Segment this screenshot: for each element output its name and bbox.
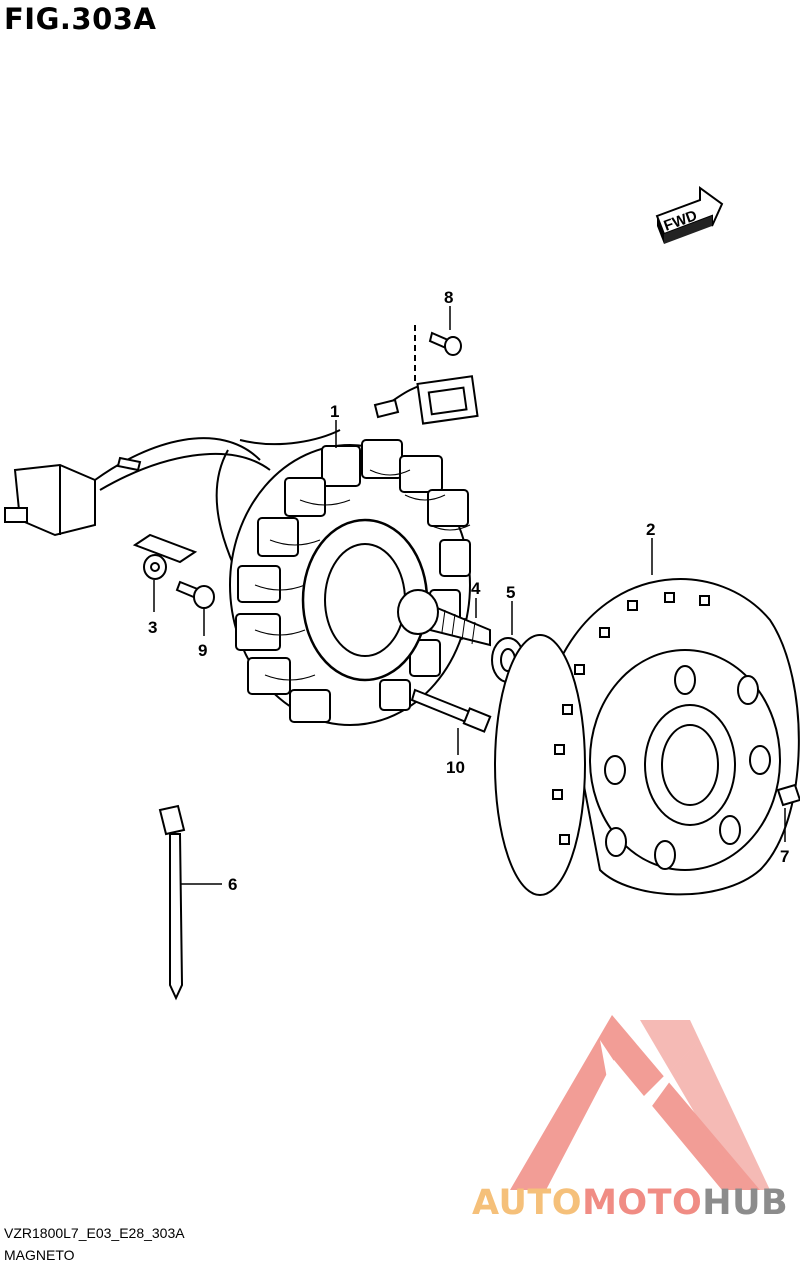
rotor-assembly (494, 578, 800, 896)
stator-coupler (4, 456, 142, 537)
key (776, 783, 800, 807)
callout-9: 9 (198, 641, 207, 660)
callout-4: 4 (471, 579, 481, 598)
model-code: VZR1800L7_E03_E28_303A (4, 1225, 185, 1241)
callout-1: 1 (330, 402, 339, 421)
watermark-hub: HUB (702, 1183, 789, 1223)
callout-3: 3 (148, 618, 157, 637)
callout-8: 8 (444, 288, 453, 307)
clamp (132, 533, 198, 580)
callout-6: 6 (228, 875, 237, 894)
stator-assembly (229, 439, 471, 726)
cable-tie (158, 804, 186, 1001)
watermark-moto: MOTO (582, 1183, 703, 1223)
rotor-bolt (397, 589, 491, 647)
clamp-screw (175, 580, 215, 609)
stator-bolt (410, 688, 492, 733)
fwd-arrow-icon: FWD (655, 186, 724, 244)
callout-5: 5 (506, 583, 515, 602)
watermark-logo (510, 1015, 770, 1190)
screw-8 (414, 325, 462, 385)
leader-lines (153, 306, 786, 885)
callout-10: 10 (446, 758, 465, 777)
figure-title: FIG.303A (4, 2, 157, 36)
section-name: MAGNETO (4, 1247, 75, 1263)
callout-numbers: 1 2 3 4 5 6 7 8 9 10 (148, 288, 789, 894)
top-coupler (373, 375, 479, 425)
callout-7: 7 (780, 847, 789, 866)
watermark-auto: AUTO (472, 1183, 583, 1223)
callout-2: 2 (646, 520, 655, 539)
watermark-text: AUTOMOTOHUB (472, 1183, 788, 1223)
